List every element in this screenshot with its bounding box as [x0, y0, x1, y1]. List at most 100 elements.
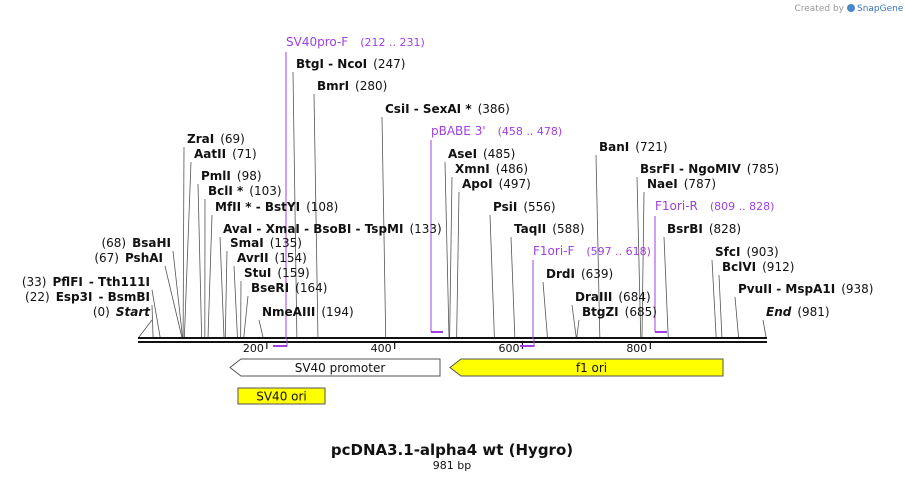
site-position: (497) [499, 177, 531, 191]
enzyme-name: BanI [599, 140, 629, 154]
site-position: (103) [249, 184, 281, 198]
site-position: (98) [237, 169, 262, 183]
enzyme-name: XmnI [455, 162, 490, 176]
site-position: (135) [270, 236, 302, 250]
site-22-esp3i-bsmbi-line [151, 304, 154, 338]
enzyme-name: NaeI [647, 177, 678, 191]
site-avai-xmai-bsobi-tspmi-133-line [219, 236, 225, 338]
site-position: (721) [635, 140, 667, 154]
site-position: (787) [684, 177, 716, 191]
enzyme-name: BsaHI [132, 236, 171, 250]
feature-f1-ori-label: f1 ori [576, 361, 607, 375]
site-sfci-903-line [711, 259, 717, 338]
site-mfii-bstyi-108-line [207, 214, 213, 338]
enzyme-name: PmlI [201, 169, 231, 183]
site-btgi-ncoi-247-label: BtgI - NcoI(247) [296, 57, 405, 71]
primer-name: SV40pro-F [286, 35, 348, 49]
site-33-pflfi-tth111i-label: (33)PflFI- Tth111I [22, 275, 150, 289]
site-bani-721-label: BanI (721) [599, 140, 668, 154]
enzyme-name: CsiI - SexAI * [385, 102, 472, 116]
enzyme-name: SfcI [715, 245, 740, 259]
enzyme-name: SmaI [230, 236, 264, 250]
site-0-start-line [138, 319, 153, 338]
site-position: (828) [709, 222, 741, 236]
site-nmeaiii-194-line [258, 319, 264, 338]
site-position: (912) [762, 260, 794, 274]
primer-range: (597 .. 618) [586, 245, 651, 258]
site-psii-556-line [489, 214, 495, 338]
site-bclvi-912-label: BclVI (912) [722, 260, 794, 274]
site-naei-787-label: NaeI (787) [647, 177, 716, 191]
site-apoi-497-line [456, 191, 460, 338]
site-draiii-684-label: DraIII(684) [575, 290, 651, 304]
enzyme-name: End [766, 305, 792, 319]
site-asei-485-label: AseI(485) [448, 147, 515, 161]
map-length: 981 bp [433, 459, 471, 472]
site-position: (588) [552, 222, 584, 236]
site-end-981-label: End (981) [766, 305, 830, 319]
site-pvuii-mspa1i-938-label: PvuII - MspA1I(938) [738, 282, 873, 296]
enzyme-name: BseRI [251, 281, 289, 295]
enzyme-name: BclVI [722, 260, 756, 274]
site-bsrfi-ngomiv-785-label: BsrFI - NgoMIV(785) [640, 162, 779, 176]
primer-name: F1ori-R [655, 199, 698, 213]
site-bcli-103-label: BclI *(103) [208, 184, 282, 198]
site-position: (68) [101, 236, 126, 250]
site-pvuii-mspa1i-938-line [734, 296, 739, 338]
site-bseri-164-label: BseRI (164) [251, 281, 327, 295]
enzyme-name: Esp3I [56, 290, 93, 304]
site-22-esp3i-bsmbi-label: (22)Esp3I- BsmBI [25, 290, 150, 304]
site-position: (486) [496, 162, 528, 176]
site-bsrfi-ngomiv-785-line [636, 176, 642, 338]
site-taqii-588-label: TaqII(588) [514, 222, 585, 236]
primer-range: (212 .. 231) [360, 36, 425, 49]
site-btgzi-685-line [576, 319, 580, 338]
credit-text: Created by [794, 4, 844, 14]
enzyme-name: DrdI [546, 267, 575, 281]
enzyme-name: PflFI [53, 275, 83, 289]
site-position: (164) [295, 281, 327, 295]
site-aatii-71-label: AatII (71) [194, 147, 257, 161]
enzyme-name: BtgI - NcoI [296, 57, 367, 71]
site-position: (785) [747, 162, 779, 176]
site-avrii-154-line [233, 265, 238, 338]
site-btgi-ncoi-247-line [292, 71, 298, 338]
site-position: (154) [275, 251, 307, 265]
enzyme-name: - Tth111I [89, 275, 150, 289]
site-position: (67) [94, 251, 119, 265]
site-taqii-588-line [510, 236, 516, 338]
site-position: (903) [746, 245, 778, 259]
site-xmni-486-label: XmnI (486) [455, 162, 528, 176]
site-bclvi-912-line [718, 274, 723, 338]
site-position: (685) [625, 305, 657, 319]
site-position: (639) [581, 267, 613, 281]
enzyme-name: ZraI [187, 132, 214, 146]
site-drdi-639-label: DrdI (639) [546, 267, 613, 281]
site-bmri-280-line [313, 93, 319, 338]
site-bseri-164-line [243, 295, 249, 338]
site-csii-sexai-386-line [381, 116, 387, 338]
tick-label-200: 200 [243, 342, 264, 355]
enzyme-name: AatII [194, 147, 226, 161]
site-draiii-684-line [571, 304, 577, 338]
enzyme-name: - BsmBI [98, 290, 150, 304]
enzyme-name: NmeAIII [262, 305, 315, 319]
site-mfii-bstyi-108-label: MfII * - BstYI(108) [215, 200, 338, 214]
site-position: (280) [355, 79, 387, 93]
map-title: pcDNA3.1-alpha4 wt (Hygro) [331, 441, 573, 459]
site-position: (386) [478, 102, 510, 116]
enzyme-name: AvrII [237, 251, 269, 265]
site-position: (684) [618, 290, 650, 304]
primer-range: (458 .. 478) [498, 125, 563, 138]
feature-sv40-promoter-shape [229, 358, 441, 377]
site-68-bsahi-label: (68) BsaHI [101, 236, 171, 250]
site-position: (0) [93, 305, 110, 319]
site-position: (981) [797, 305, 829, 319]
primer-name: F1ori-F [533, 244, 574, 258]
site-btgzi-685-label: BtgZI(685) [582, 305, 657, 319]
site-67-pshai-line [164, 265, 183, 338]
site-bani-721-line [595, 154, 601, 338]
site-position: (71) [232, 147, 257, 161]
site-avrii-154-label: AvrII (154) [237, 251, 307, 265]
